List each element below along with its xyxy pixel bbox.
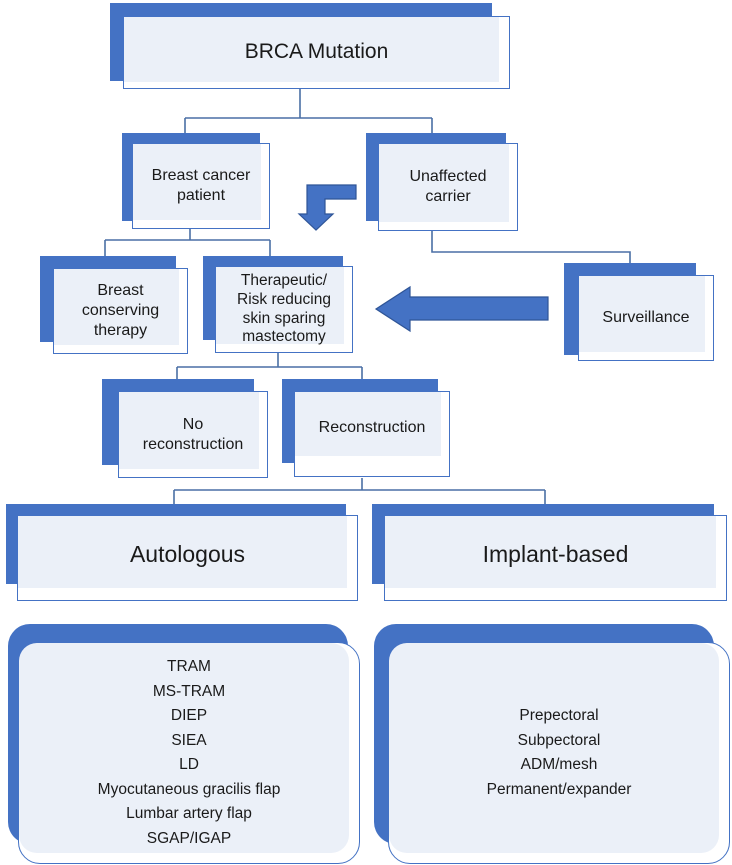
- autologous-option: TRAM: [167, 658, 211, 675]
- autologous-option: MS-TRAM: [152, 682, 226, 700]
- surveillance-label: Surveillance: [602, 309, 690, 326]
- node-no-reconstruction: No reconstruction: [102, 379, 268, 478]
- autologous-option: Myocutaneous gracilis flap: [97, 780, 281, 798]
- node-breast-cancer-patient: Breast cancer patient: [122, 133, 270, 229]
- brca-mutation-label: BRCA Mutation: [244, 40, 389, 64]
- connector-patient-split: [104, 228, 271, 256]
- implant-option: Permanent/expander: [486, 780, 632, 798]
- node-unaffected-carrier: Unaffected carrier: [366, 133, 518, 231]
- autologous-option: LD: [179, 756, 199, 773]
- node-mastectomy: Therapeutic/ Risk reducing skin sparing …: [203, 256, 353, 353]
- left-arrow-icon: [374, 285, 549, 333]
- autologous-option: Lumbar artery flap: [126, 805, 252, 822]
- reconstruction-label: Reconstruction: [318, 419, 426, 436]
- implant-based-label: Implant-based: [482, 540, 629, 567]
- autologous-label: Autologous: [129, 540, 246, 567]
- connector-brca-split: [184, 88, 433, 133]
- autologous-option: DIEP: [170, 707, 208, 724]
- implant-option: ADM/mesh: [520, 756, 598, 773]
- implant-option: Subpectoral: [517, 731, 601, 749]
- node-implant-based: Implant-based: [372, 504, 727, 601]
- implant-option: Prepectoral: [519, 707, 599, 724]
- node-implant-options: Prepectoral Subpectoral ADM/mesh Permane…: [374, 624, 730, 864]
- connector-mastectomy-split: [176, 352, 363, 380]
- breast-conserving-therapy-label: Breast conserving therapy: [81, 282, 160, 339]
- autologous-option: SIEA: [171, 731, 207, 749]
- breast-cancer-patient-label: Breast cancer patient: [151, 167, 251, 204]
- mastectomy-label: Therapeutic/ Risk reducing skin sparing …: [237, 272, 331, 346]
- connector-reconstruction-split: [173, 478, 546, 505]
- unaffected-carrier-label: Unaffected carrier: [409, 168, 487, 205]
- node-reconstruction: Reconstruction: [282, 379, 450, 477]
- node-breast-conserving-therapy: Breast conserving therapy: [40, 256, 188, 354]
- node-autologous: Autologous: [6, 504, 358, 601]
- node-brca-mutation: BRCA Mutation: [110, 3, 510, 89]
- autologous-options-list: TRAM MS-TRAM DIEP SIEA LD Myocutaneous g…: [98, 655, 281, 851]
- no-reconstruction-label: No reconstruction: [142, 415, 244, 453]
- node-autologous-options: TRAM MS-TRAM DIEP SIEA LD Myocutaneous g…: [8, 624, 360, 864]
- connector-carrier-surveillance: [431, 230, 631, 264]
- node-surveillance: Surveillance: [564, 263, 714, 361]
- bent-arrow-icon: [297, 184, 357, 231]
- implant-options-list: Prepectoral Subpectoral ADM/mesh Permane…: [487, 704, 632, 802]
- autologous-option: SGAP/IGAP: [146, 829, 232, 847]
